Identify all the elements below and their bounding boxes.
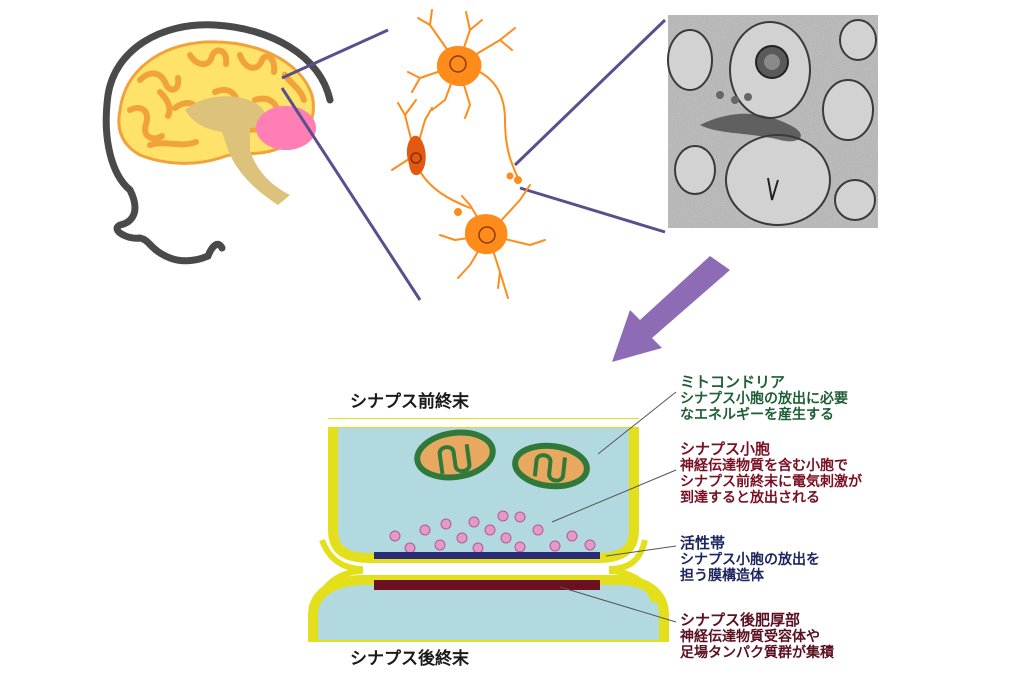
psd-desc-1: 神経伝達物質受容体や bbox=[680, 629, 820, 646]
vesicle-desc-1: 神経伝達物質を含む小胞で bbox=[680, 458, 848, 475]
electron-micrograph-image bbox=[667, 15, 878, 228]
psd-annotation: シナプス後肥厚部 神経伝達物質受容体や 足場タンパク質群が集積 bbox=[680, 611, 834, 662]
vesicle-annotation: シナプス小胞 神経伝達物質を含む小胞で シナプス前終末に電気刺激が 到達すると放… bbox=[680, 440, 862, 507]
neuron-somas bbox=[406, 45, 508, 255]
mitochondria-annotation: ミトコンドリア シナプス小胞の放出に必要 なエネルギーを産生する bbox=[680, 373, 848, 424]
synaptic-vesicles bbox=[389, 510, 596, 554]
leader-lines bbox=[551, 391, 677, 623]
vesicle-desc-3: 到達すると放出される bbox=[680, 490, 820, 507]
brainstem bbox=[185, 96, 290, 205]
mitochondria-desc-1: シナプス小胞の放出に必要 bbox=[680, 391, 848, 408]
active-zone-desc-2: 担う膜構造体 bbox=[680, 568, 764, 585]
active-zone-title: 活性帯 bbox=[680, 534, 726, 552]
brain-sagittal-icon bbox=[102, 21, 334, 265]
presynaptic-terminal-label: シナプス前終末 bbox=[350, 392, 469, 412]
mitochondrion bbox=[512, 442, 590, 490]
vesicle-desc-2: シナプス前終末に電気刺激が bbox=[680, 474, 862, 491]
active-zone-annotation: 活性帯 シナプス小胞の放出を 担う膜構造体 bbox=[680, 534, 820, 585]
synapse-diagram bbox=[305, 391, 677, 650]
psd-title: シナプス後肥厚部 bbox=[680, 611, 801, 629]
mitochondria-desc-2: なエネルギーを産生する bbox=[680, 407, 834, 424]
mitochondria-title: ミトコンドリア bbox=[680, 373, 786, 391]
psd-desc-2: 足場タンパク質群が集積 bbox=[680, 645, 834, 662]
head-outline bbox=[102, 21, 334, 265]
postsynaptic-density bbox=[374, 580, 600, 590]
zoom-arrow-icon bbox=[612, 256, 730, 362]
mitochondrion bbox=[414, 429, 496, 481]
zoom-lines bbox=[280, 18, 667, 301]
active-zone-desc-1: シナプス小胞の放出を bbox=[680, 552, 820, 569]
vesicle-title: シナプス小胞 bbox=[680, 440, 771, 458]
postsynaptic-terminal-label: シナプス後終末 bbox=[350, 649, 469, 669]
active-zone bbox=[374, 552, 600, 559]
